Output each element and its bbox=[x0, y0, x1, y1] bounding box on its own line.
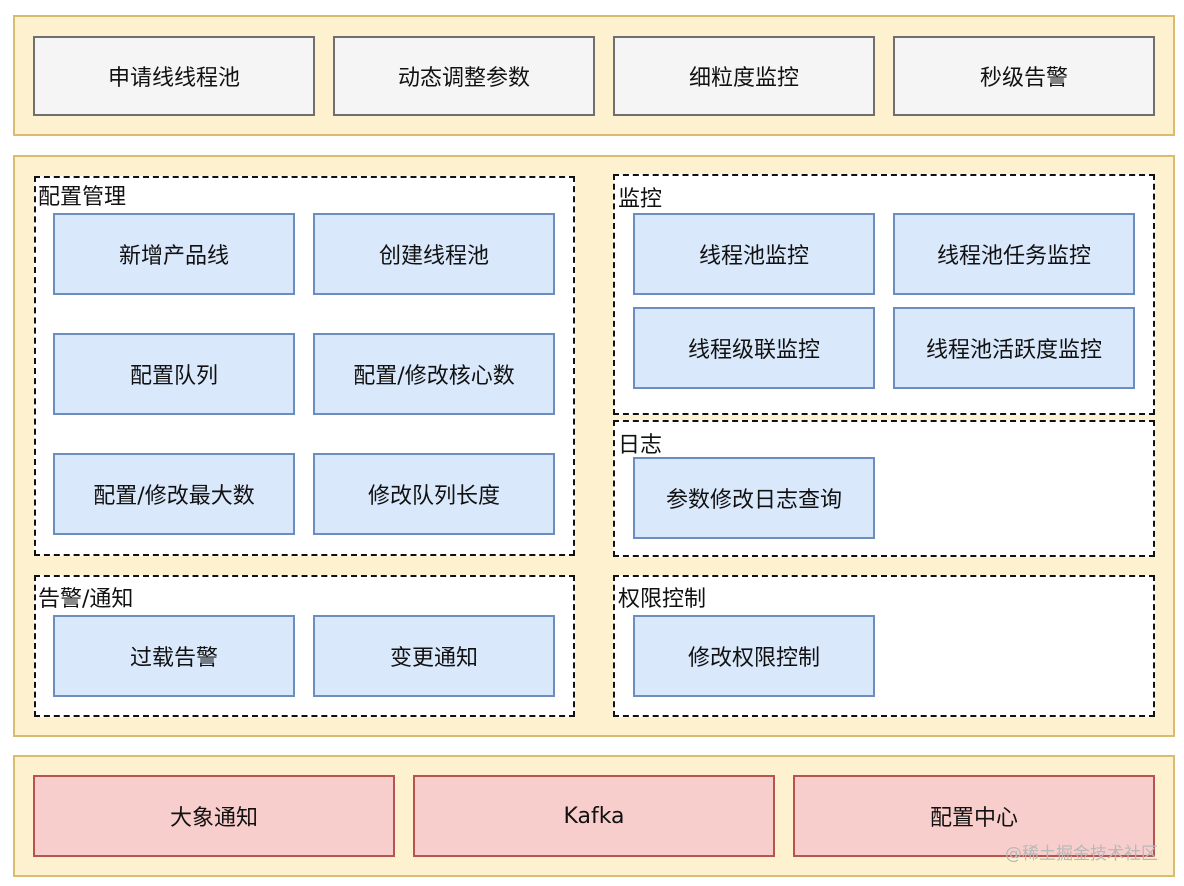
permission-title: 权限控制 bbox=[618, 587, 707, 612]
feature-apply-thread-pool: 申请线线程池 bbox=[33, 36, 315, 116]
log-title: 日志 bbox=[618, 433, 663, 458]
permission-item-modify: 修改权限控制 bbox=[633, 615, 875, 697]
log-item-param-change-query: 参数修改日志查询 bbox=[633, 457, 875, 539]
alert-notify-title: 告警/通知 bbox=[38, 587, 134, 612]
infra-daxiang-notify: 大象通知 bbox=[33, 775, 395, 857]
alert-item-overload: 过载告警 bbox=[53, 615, 295, 697]
config-item-max-size: 配置/修改最大数 bbox=[53, 453, 295, 535]
config-item-create-thread-pool: 创建线程池 bbox=[313, 213, 555, 295]
monitor-item-thread-pool-tasks: 线程池任务监控 bbox=[893, 213, 1135, 295]
feature-fine-grained-monitoring: 细粒度监控 bbox=[613, 36, 875, 116]
config-management-title: 配置管理 bbox=[38, 185, 127, 210]
config-item-core-size: 配置/修改核心数 bbox=[313, 333, 555, 415]
monitor-item-thread-cascade: 线程级联监控 bbox=[633, 307, 875, 389]
monitoring-title: 监控 bbox=[618, 187, 663, 212]
feature-second-level-alert: 秒级告警 bbox=[893, 36, 1155, 116]
infra-kafka: Kafka bbox=[413, 775, 775, 857]
config-item-add-product-line: 新增产品线 bbox=[53, 213, 295, 295]
config-item-queue-length: 修改队列长度 bbox=[313, 453, 555, 535]
watermark: @稀土掘金技术社区 bbox=[1005, 844, 1158, 864]
feature-dynamic-adjust-params: 动态调整参数 bbox=[333, 36, 595, 116]
monitor-item-thread-pool: 线程池监控 bbox=[633, 213, 875, 295]
monitor-item-thread-pool-activity: 线程池活跃度监控 bbox=[893, 307, 1135, 389]
infra-config-center: 配置中心 bbox=[793, 775, 1155, 857]
config-item-configure-queue: 配置队列 bbox=[53, 333, 295, 415]
alert-item-change-notify: 变更通知 bbox=[313, 615, 555, 697]
